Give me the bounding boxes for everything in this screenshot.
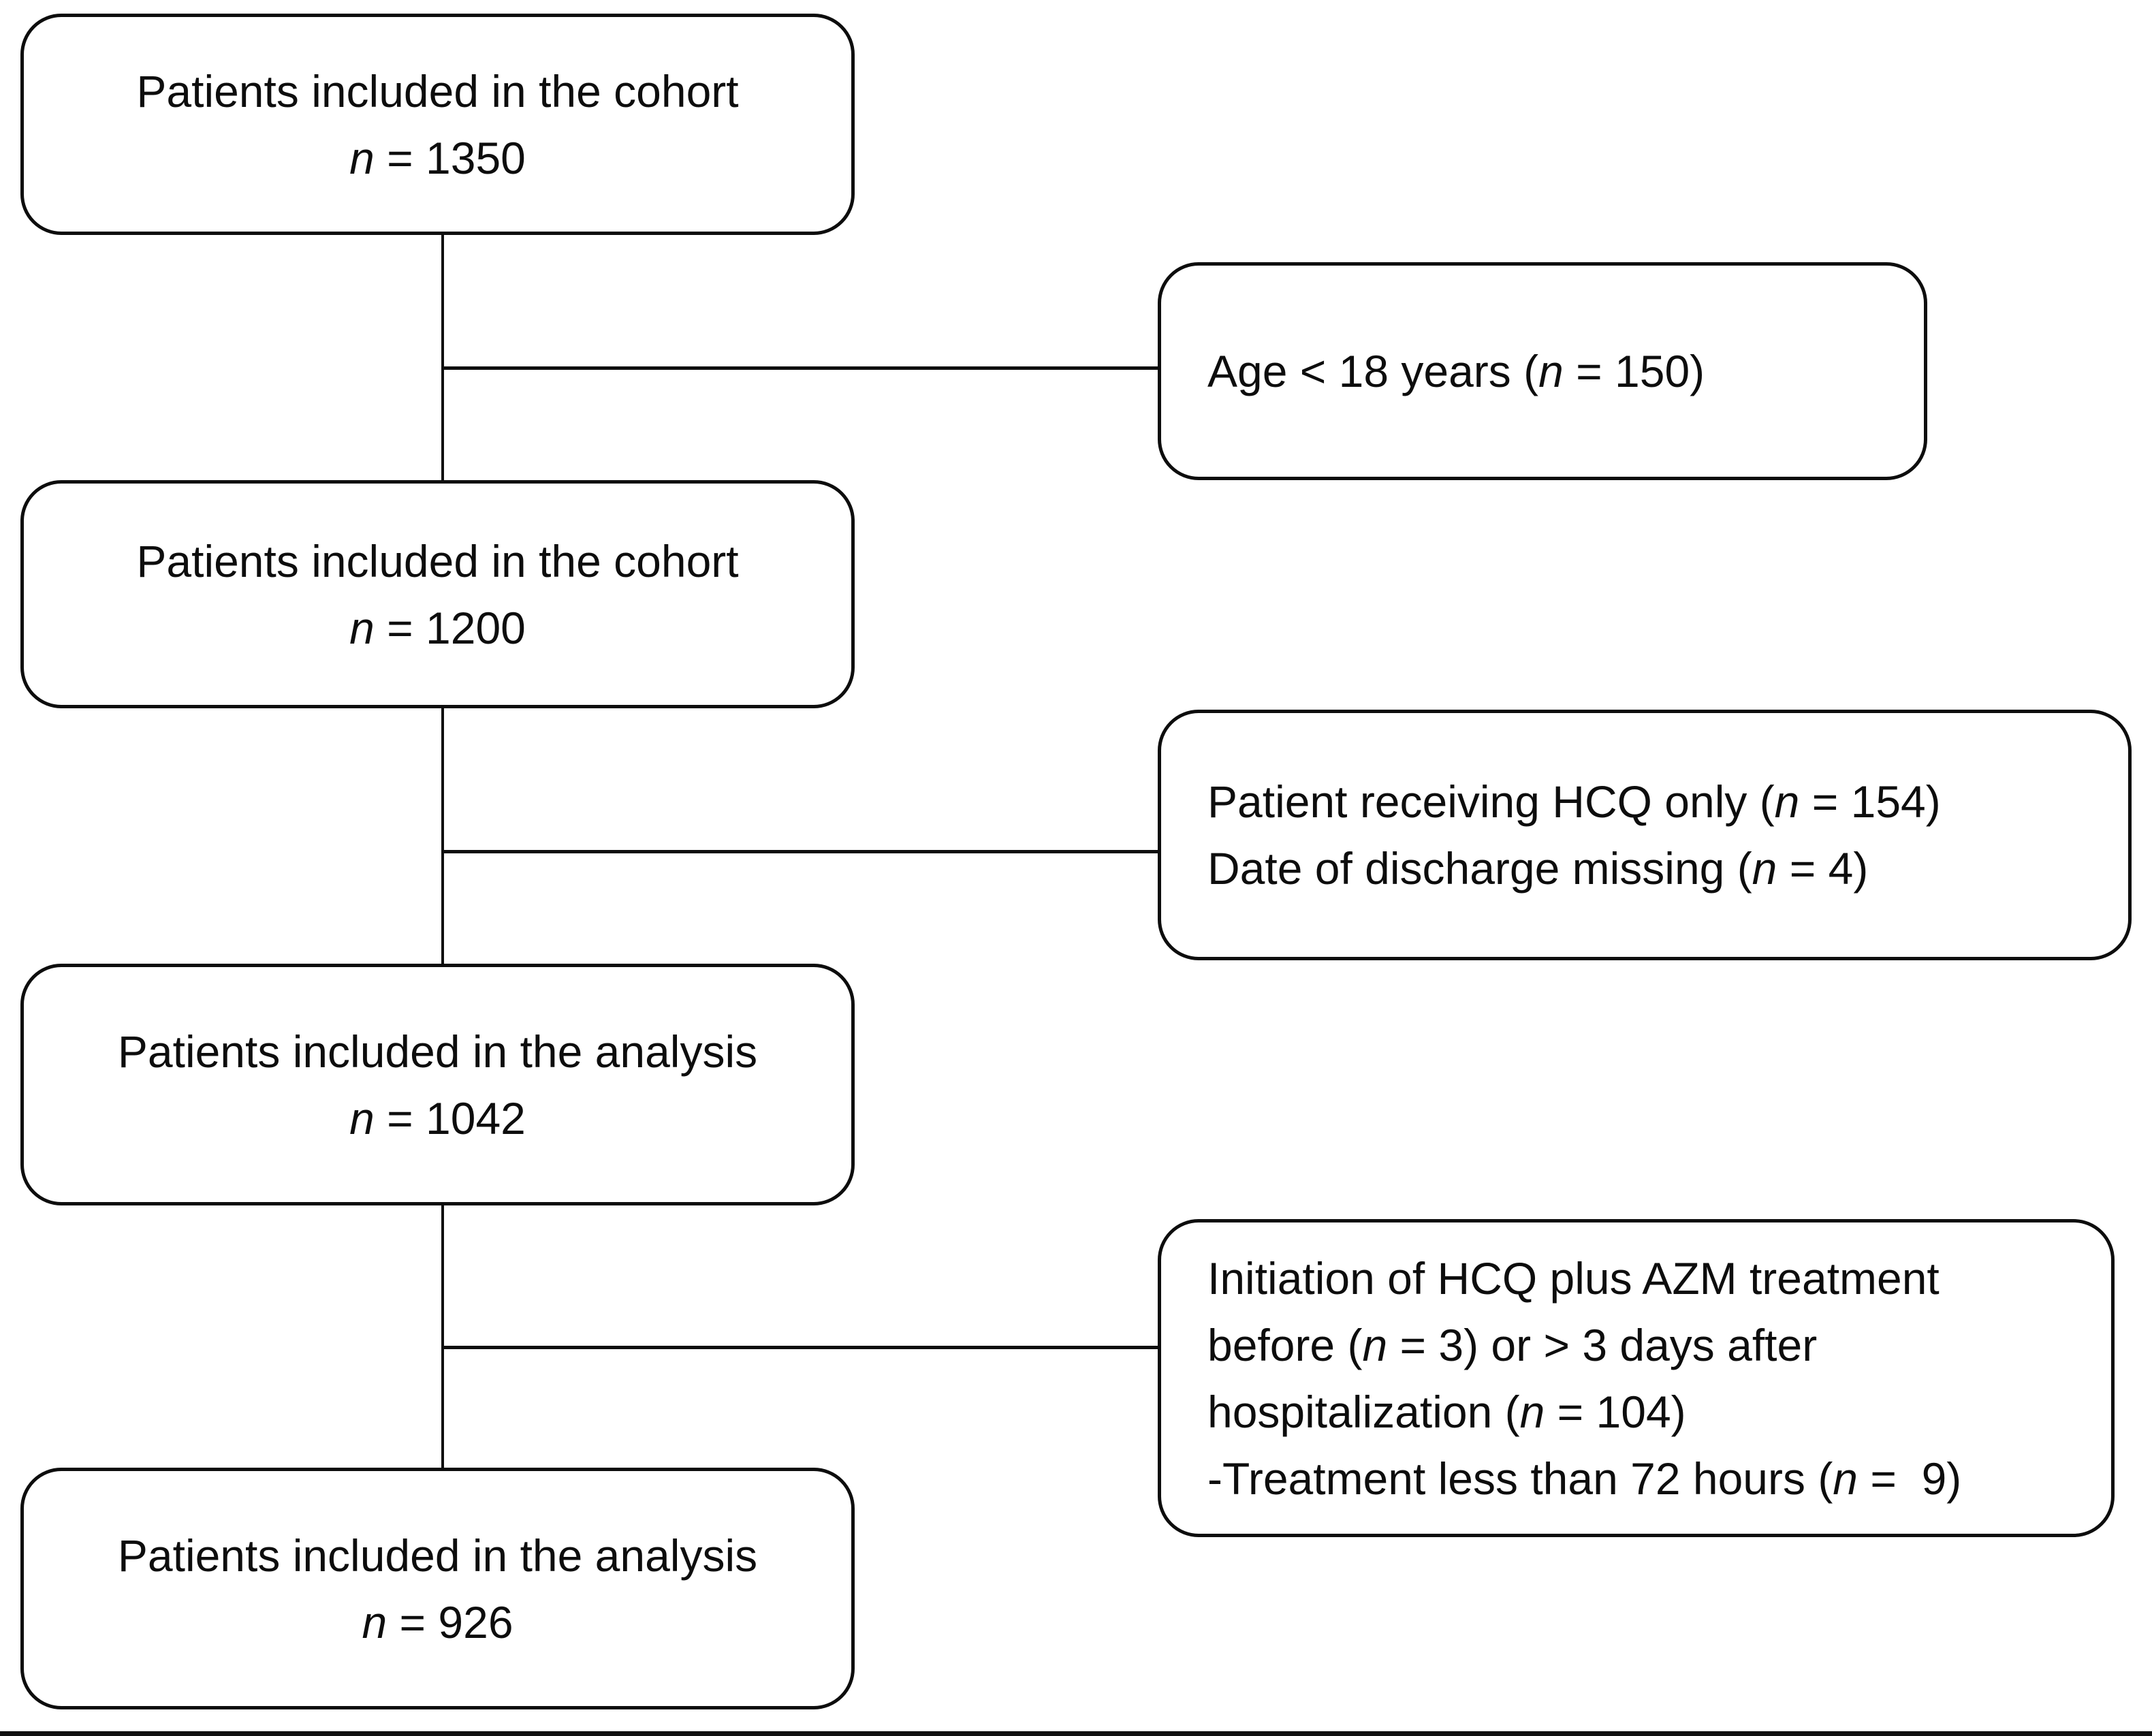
exclusion-line: Initiation of HCQ plus AZM treatment <box>1207 1252 1940 1304</box>
analysis-box-count: n = 926 <box>362 1596 513 1647</box>
bottom-crop-line <box>0 1731 2152 1736</box>
connector-horizontal-1 <box>443 366 1159 370</box>
exclusion-line: Age < 18 years (n = 150) <box>1207 346 1705 396</box>
cohort-box-title: Patients included in the cohort <box>136 535 739 586</box>
analysis-box-title: Patients included in the analysis <box>117 1530 758 1581</box>
connector-vertical-1 <box>441 235 444 480</box>
connector-horizontal-3 <box>443 1346 1159 1349</box>
cohort-box-count: n = 1350 <box>349 132 526 183</box>
connector-vertical-3 <box>441 1205 444 1468</box>
analysis-box-926: Patients included in the analysis n = 92… <box>20 1468 855 1709</box>
analysis-box-title: Patients included in the analysis <box>117 1026 758 1077</box>
cohort-box-1350: Patients included in the cohort n = 1350 <box>20 14 855 235</box>
cohort-box-1200: Patients included in the cohort n = 1200 <box>20 480 855 708</box>
exclusion-line: Patient receiving HCQ only (n = 154) <box>1207 776 1941 827</box>
cohort-box-title: Patients included in the cohort <box>136 65 739 116</box>
exclusion-line: hospitalization (n = 104) <box>1207 1386 1686 1437</box>
exclusion-line: before (n = 3) or > 3 days after <box>1207 1319 1818 1370</box>
connector-vertical-2 <box>441 708 444 964</box>
exclusion-box-age: Age < 18 years (n = 150) <box>1158 262 1927 480</box>
exclusion-box-hcq-discharge: Patient receiving HCQ only (n = 154) Dat… <box>1158 710 2132 960</box>
exclusion-box-treatment-timing: Initiation of HCQ plus AZM treatment bef… <box>1158 1219 2115 1537</box>
exclusion-line: -Treatment less than 72 hours (n = 9) <box>1207 1453 1962 1504</box>
connector-horizontal-2 <box>443 850 1159 853</box>
analysis-box-count: n = 1042 <box>349 1092 526 1143</box>
exclusion-line: Date of discharge missing (n = 4) <box>1207 843 1869 894</box>
analysis-box-1042: Patients included in the analysis n = 10… <box>20 964 855 1205</box>
cohort-box-count: n = 1200 <box>349 602 526 653</box>
